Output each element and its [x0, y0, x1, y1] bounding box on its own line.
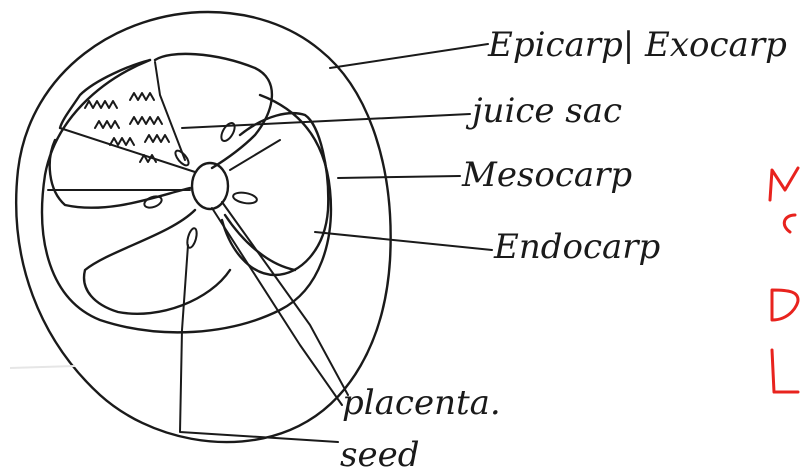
scan-smudge [10, 366, 75, 368]
leader-mesocarp [338, 176, 460, 178]
segment-bottom [84, 210, 230, 314]
partition-right [230, 140, 280, 170]
label-endocarp: Endocarp [493, 227, 660, 267]
label-mesocarp: Mesocarp [461, 155, 632, 195]
segment-left [50, 140, 190, 208]
label-epicarp: Epicarp| Exocarp [487, 25, 787, 65]
segment-top [155, 54, 272, 168]
leader-seed [180, 245, 338, 442]
leader-epicarp [330, 44, 488, 68]
endocarp-boundary [42, 60, 331, 332]
juice-sacs [85, 93, 169, 162]
partition-top [155, 62, 185, 160]
segment-bottom-right [225, 215, 295, 270]
segment-top-left [60, 60, 150, 128]
label-seed: seed [340, 435, 419, 472]
label-placenta: placenta. [342, 383, 501, 423]
red-margin-marks [770, 168, 798, 392]
epicarp-outline [16, 12, 390, 442]
leader-juice-sac [182, 114, 470, 128]
leader-endocarp [315, 232, 492, 250]
label-juice-sac: juice sac [465, 91, 622, 131]
